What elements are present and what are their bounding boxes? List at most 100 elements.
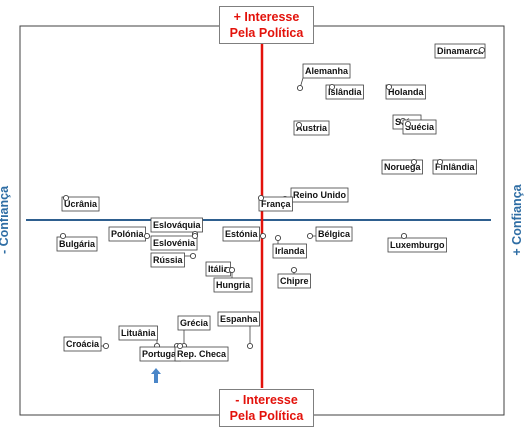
point-marker <box>62 194 70 202</box>
data-point: Alemanha <box>296 63 351 92</box>
data-point: Bélgica <box>306 226 353 242</box>
point-label-box <box>217 311 260 327</box>
y-axis-positive-label-line2: Pela Política <box>229 26 304 40</box>
data-point: Irlanda <box>272 234 307 259</box>
data-point: Hungria <box>213 266 253 293</box>
point-label: Espanha <box>220 314 259 324</box>
point-label: Luxemburgo <box>390 240 445 250</box>
data-point: Itália <box>205 261 232 277</box>
data-point: Rep. Checa <box>174 342 229 362</box>
point-marker <box>59 232 67 240</box>
point-label: Rússia <box>153 255 184 265</box>
data-point: Noruega <box>381 158 423 175</box>
x-axis-negative-label: - Confiança <box>0 185 11 254</box>
point-label-box <box>293 120 330 136</box>
data-point: França <box>257 194 293 212</box>
point-marker <box>404 120 412 128</box>
point-marker <box>143 232 151 240</box>
point-label: Chipre <box>280 276 309 286</box>
point-label-box <box>302 63 351 79</box>
point-label: Irlanda <box>275 246 306 256</box>
point-marker <box>189 252 197 260</box>
data-point: Rússia <box>150 252 197 268</box>
point-label: Alemanha <box>305 66 349 76</box>
point-label: Bulgária <box>59 239 96 249</box>
data-point: Espanha <box>217 311 260 350</box>
point-label: Croácia <box>66 339 100 349</box>
point-label: Lituânia <box>121 328 156 338</box>
point-label: Holanda <box>388 87 424 97</box>
data-point: Croácia <box>63 336 110 352</box>
point-marker <box>191 232 199 240</box>
point-label: Áustria <box>296 123 328 133</box>
point-label-box <box>387 237 447 253</box>
point-label: Grécia <box>180 318 209 328</box>
point-label-box <box>56 236 98 252</box>
point-label-box <box>174 346 229 362</box>
point-label: Itália <box>208 264 230 274</box>
point-label-box <box>272 243 307 259</box>
point-label-box <box>277 273 311 289</box>
point-label: Noruega <box>384 162 422 172</box>
data-point: Finlândia <box>432 158 477 175</box>
point-marker <box>295 121 303 129</box>
data-point: Luxemburgo <box>387 232 447 253</box>
y-axis-positive-label: + Interesse Pela Política <box>219 6 314 44</box>
point-label-box <box>222 226 260 242</box>
point-label: Finlândia <box>435 162 475 172</box>
data-point: Suécia <box>402 119 437 135</box>
point-marker <box>246 342 254 350</box>
point-label-box <box>290 187 349 203</box>
y-axis-negative-label: - Interesse Pela Política <box>219 389 314 427</box>
point-marker <box>328 83 336 91</box>
y-axis-negative-label-line2: Pela Política <box>229 409 304 423</box>
point-label-box <box>432 159 477 175</box>
data-point: Chipre <box>277 266 311 289</box>
point-marker <box>385 83 393 91</box>
point-label: Reino Unido <box>293 190 346 200</box>
point-label: Hungria <box>216 280 251 290</box>
point-label: Ucrânia <box>64 199 98 209</box>
point-label-box <box>258 196 293 212</box>
point-label-box <box>434 43 486 59</box>
point-marker <box>257 194 265 202</box>
point-marker <box>436 158 444 166</box>
point-label: Polónia <box>111 229 144 239</box>
x-axis-positive-label: + Confiança <box>510 184 524 256</box>
point-label-box <box>118 325 158 341</box>
point-label-box <box>325 84 364 100</box>
y-axis-negative-label-line1: - Interesse <box>235 393 298 407</box>
point-label-box <box>61 196 100 212</box>
arrow-up-icon <box>151 368 161 383</box>
point-label-box <box>315 226 353 242</box>
point-label: Suécia <box>405 122 435 132</box>
point-marker <box>274 234 282 242</box>
data-point: Islândia <box>325 83 364 100</box>
point-label-box <box>150 235 198 251</box>
data-point: Bulgária <box>56 232 98 252</box>
point-label-box <box>150 252 185 268</box>
y-axis-positive-label-line1: + Interesse <box>233 10 300 24</box>
data-point: Polónia <box>108 226 151 242</box>
data-point: Ucrânia <box>61 194 100 212</box>
point-label-box <box>385 84 426 100</box>
point-label: França <box>261 199 292 209</box>
point-label-box <box>402 119 437 135</box>
data-point: Eslovénia <box>150 232 199 251</box>
point-marker <box>306 232 314 240</box>
point-label: Eslováquia <box>153 220 202 230</box>
data-point: Estónia <box>222 226 267 242</box>
point-marker <box>400 232 408 240</box>
point-label-box <box>177 315 211 331</box>
point-marker <box>176 342 184 350</box>
point-label-box <box>213 277 253 293</box>
point-label: Dinamarca <box>437 46 484 56</box>
point-label: Islândia <box>328 87 363 97</box>
portugal-arrow <box>151 368 161 383</box>
point-marker <box>478 46 486 54</box>
point-label: Portugal <box>142 349 179 359</box>
point-label: Rep. Checa <box>177 349 227 359</box>
point-label-box <box>150 217 203 233</box>
data-point: Dinamarca <box>434 43 486 59</box>
